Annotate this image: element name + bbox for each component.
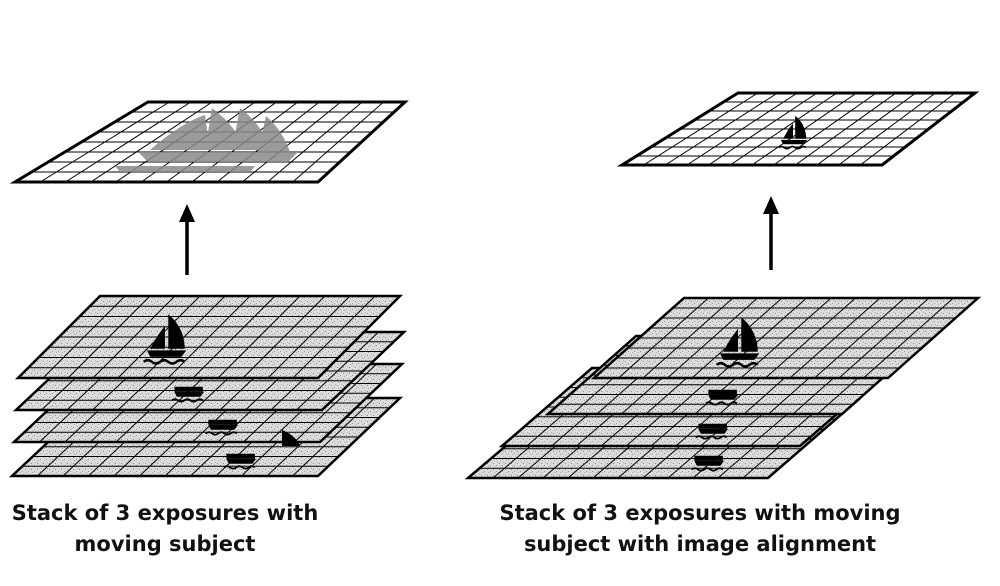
caption-right-line2: subject with image alignment [523, 532, 877, 556]
blurred-subject [115, 108, 298, 172]
left-sheet-3-boat-icon [205, 419, 239, 436]
right-stack-sheet-1 [590, 296, 982, 380]
caption-left: Stack of 3 exposures with moving subject [0, 498, 330, 560]
left-sheet-1-boat-icon [142, 314, 187, 365]
left-sheet-4-sail-icon [282, 430, 300, 446]
right-sheet-3-boat-icon [695, 423, 729, 440]
aligned-subject-icon [778, 115, 808, 150]
left-stack-sheet-1 [14, 294, 404, 380]
caption-right: Stack of 3 exposures with moving subject… [475, 498, 925, 560]
right-result-sheet [616, 91, 980, 167]
left-sheet-4-boat-icon [223, 453, 257, 470]
caption-right-line1: Stack of 3 exposures with moving [499, 501, 901, 525]
right-arrow-up-icon [763, 196, 779, 270]
left-sheet-2-boat-icon [171, 386, 205, 403]
right-sheet-2-boat-icon [705, 389, 739, 406]
left-result-sheet [9, 100, 409, 184]
left-arrow-up-icon [179, 204, 195, 275]
right-sheet-1-boat-icon [715, 317, 760, 368]
caption-left-line2: moving subject [74, 532, 256, 556]
caption-left-line1: Stack of 3 exposures with [11, 501, 319, 525]
right-sheet-4-boat-icon [691, 455, 725, 472]
